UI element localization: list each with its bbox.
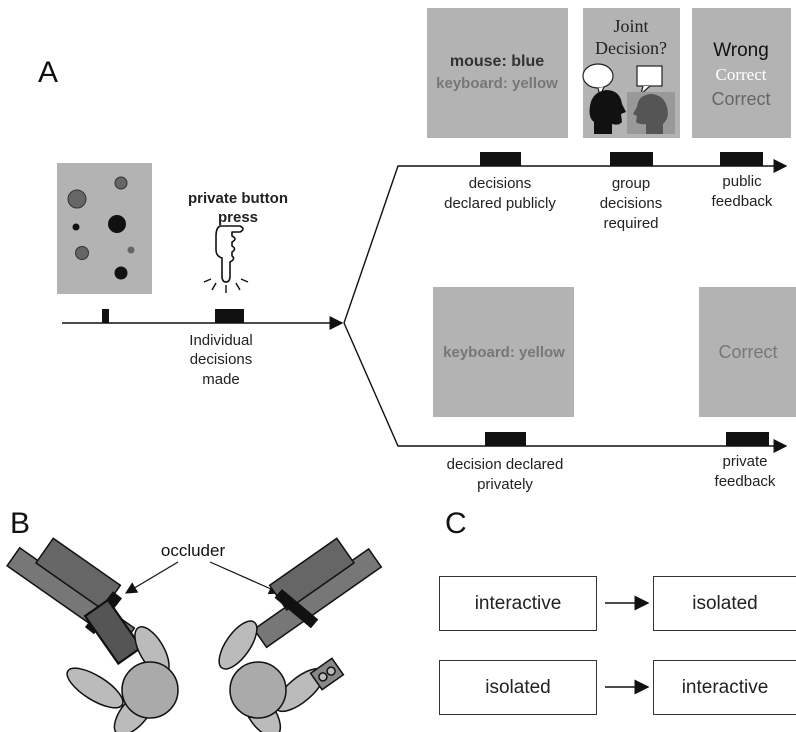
individual-decisions-line3: made: [202, 371, 240, 388]
panel-a-letter: A: [38, 56, 58, 89]
group-decisions-line2: decisions: [600, 195, 663, 212]
condition-box-isolated-first: isolated: [439, 660, 597, 715]
right-left-arm: [218, 620, 258, 670]
private-feedback-marker: [726, 432, 769, 446]
stimulus-event-marker: [102, 309, 109, 323]
panel-b-letter: B: [10, 507, 30, 540]
stimulus-screen: [57, 163, 152, 294]
mouse-choice-text: mouse: blue: [450, 53, 544, 70]
private-button-press-line1: private button: [188, 190, 288, 207]
joint-decision-line1: Joint: [613, 16, 648, 36]
declared-publicly-line1: decisions: [469, 175, 532, 192]
right-head: [229, 661, 287, 719]
public-declaration-marker: [480, 152, 521, 166]
occluder-arrow-left: [124, 561, 179, 594]
private-keyboard-choice-text: keyboard: yellow: [443, 344, 565, 361]
declared-privately-line1: decision declared: [447, 456, 564, 473]
joint-decision-screen: Joint Decision?: [582, 8, 680, 138]
speech-box-icon: [636, 65, 663, 96]
left-head: [121, 661, 179, 719]
public-feedback-marker: [720, 152, 763, 166]
private-feedback-screen: Correct: [699, 287, 796, 417]
public-feedback-line2: feedback: [712, 193, 773, 210]
individual-decisions-line2: decisions: [190, 351, 253, 368]
panel-c-letter: C: [445, 507, 467, 540]
group-decisions-line3: required: [603, 215, 658, 232]
row1-right-label: isolated: [692, 592, 758, 614]
keyboard-choice-text: keyboard: yellow: [436, 75, 558, 92]
partner-head-silhouette-icon: [633, 94, 668, 134]
declared-privately-line2: privately: [477, 476, 533, 493]
correct-gray-feedback-text: Correct: [711, 89, 770, 109]
public-declaration-screen: mouse: blue keyboard: yellow: [427, 8, 568, 138]
private-correct-feedback-text: Correct: [718, 342, 777, 362]
row2-right-label: interactive: [681, 676, 769, 698]
declared-publicly-line2: declared publicly: [444, 195, 556, 212]
joint-decision-line2: Decision?: [595, 38, 667, 58]
private-feedback-line2: feedback: [715, 473, 776, 490]
public-branch-arrow: [343, 159, 788, 324]
private-feedback-line1: private: [722, 453, 767, 470]
row1-left-label: interactive: [474, 592, 562, 614]
left-participant-setup: [6, 537, 179, 732]
left-keyboard: [83, 598, 143, 666]
occluder-arrow-right: [209, 561, 282, 595]
condition-box-interactive-first: interactive: [439, 576, 597, 631]
individual-decisions-line1: Individual: [189, 332, 252, 349]
wrong-feedback-text: Wrong: [713, 40, 769, 61]
right-participant-setup: [218, 537, 383, 732]
group-decision-marker: [610, 152, 653, 166]
right-occluder: [274, 588, 319, 629]
condition-box-isolated-second: isolated: [653, 576, 796, 631]
group-decisions-line1: group: [612, 175, 650, 192]
computer-mouse-icon: [309, 657, 345, 691]
condition-box-interactive-second: interactive: [653, 660, 796, 715]
private-branch-arrow: [343, 322, 788, 453]
occluder-label: occluder: [161, 541, 226, 560]
left-left-arm: [66, 667, 124, 709]
row2-left-label: isolated: [485, 676, 551, 698]
pointing-finger-icon: [203, 225, 249, 293]
public-feedback-screen: Wrong Correct Correct: [692, 8, 791, 138]
private-declaration-marker: [485, 432, 526, 446]
private-declaration-screen: keyboard: yellow: [433, 287, 574, 417]
public-feedback-line1: public: [722, 173, 762, 190]
correct-white-feedback-text: Correct: [716, 65, 767, 84]
person-head-silhouette-icon: [589, 90, 626, 134]
button-press-event-marker: [215, 309, 244, 323]
private-button-press-line2: press: [218, 209, 258, 226]
